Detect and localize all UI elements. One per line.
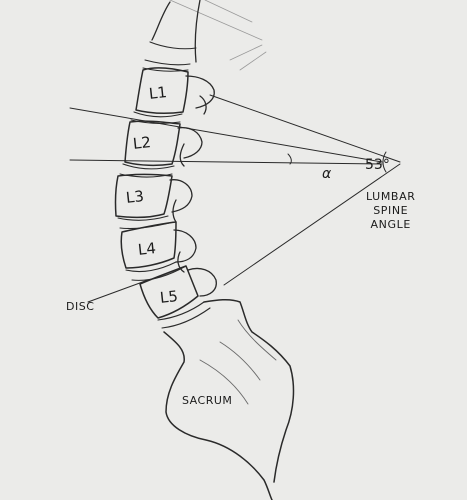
caption-line-2: SPINE: [373, 204, 409, 217]
l5-endplate-line: [223, 163, 401, 286]
thoracic-disc: [149, 41, 197, 50]
disc-t12-l1: [142, 59, 191, 72]
disc-l5-s1: [157, 301, 211, 329]
vertebra-l3-process: [169, 179, 193, 223]
lumbar-spine-angle-caption: LUMBAR SPINE ANGLE: [366, 190, 415, 232]
sacrum-shading: [199, 319, 277, 405]
vertebra-l1-body: [135, 67, 189, 115]
middle-reference-line: [69, 159, 383, 165]
alpha-angle-arc: [287, 153, 292, 165]
vertebra-l3-body: [114, 173, 173, 219]
disc-l2-l3: [119, 163, 175, 178]
sacrum-outline: [163, 298, 295, 500]
sacrum-label: SACRUM: [182, 394, 233, 407]
label-l3: L3: [125, 187, 145, 207]
caption-line-3: ANGLE: [370, 218, 411, 231]
thoracic-column: [151, 0, 201, 63]
label-l5: L5: [159, 287, 179, 307]
disc-l3-l4: [117, 215, 175, 230]
disc-pointer-line: [87, 279, 149, 303]
label-l2: L2: [132, 133, 152, 153]
alpha-label: α: [322, 166, 332, 182]
vertebra-l1-process: [185, 75, 215, 115]
vertebra-l5-process: [187, 267, 217, 297]
vertebra-l2-process: [177, 126, 203, 167]
label-l1: L1: [148, 83, 168, 103]
vertebra-l2-body: [124, 120, 181, 167]
vertebra-l4-process: [173, 229, 197, 273]
vertebra-l5-body: [139, 265, 199, 319]
angle-value-label: 53°: [365, 157, 390, 173]
lumbar-angle-arc: [382, 151, 387, 173]
background-sketch-lines: [169, 0, 267, 71]
disc-l4-l5: [125, 261, 187, 281]
vertebra-l4-body: [120, 221, 177, 269]
caption-line-1: LUMBAR: [366, 190, 416, 203]
disc-label: DISC: [66, 300, 95, 313]
label-l4: L4: [137, 239, 157, 259]
upper-reference-line: [69, 107, 383, 163]
l1-endplate-line: [209, 94, 401, 163]
